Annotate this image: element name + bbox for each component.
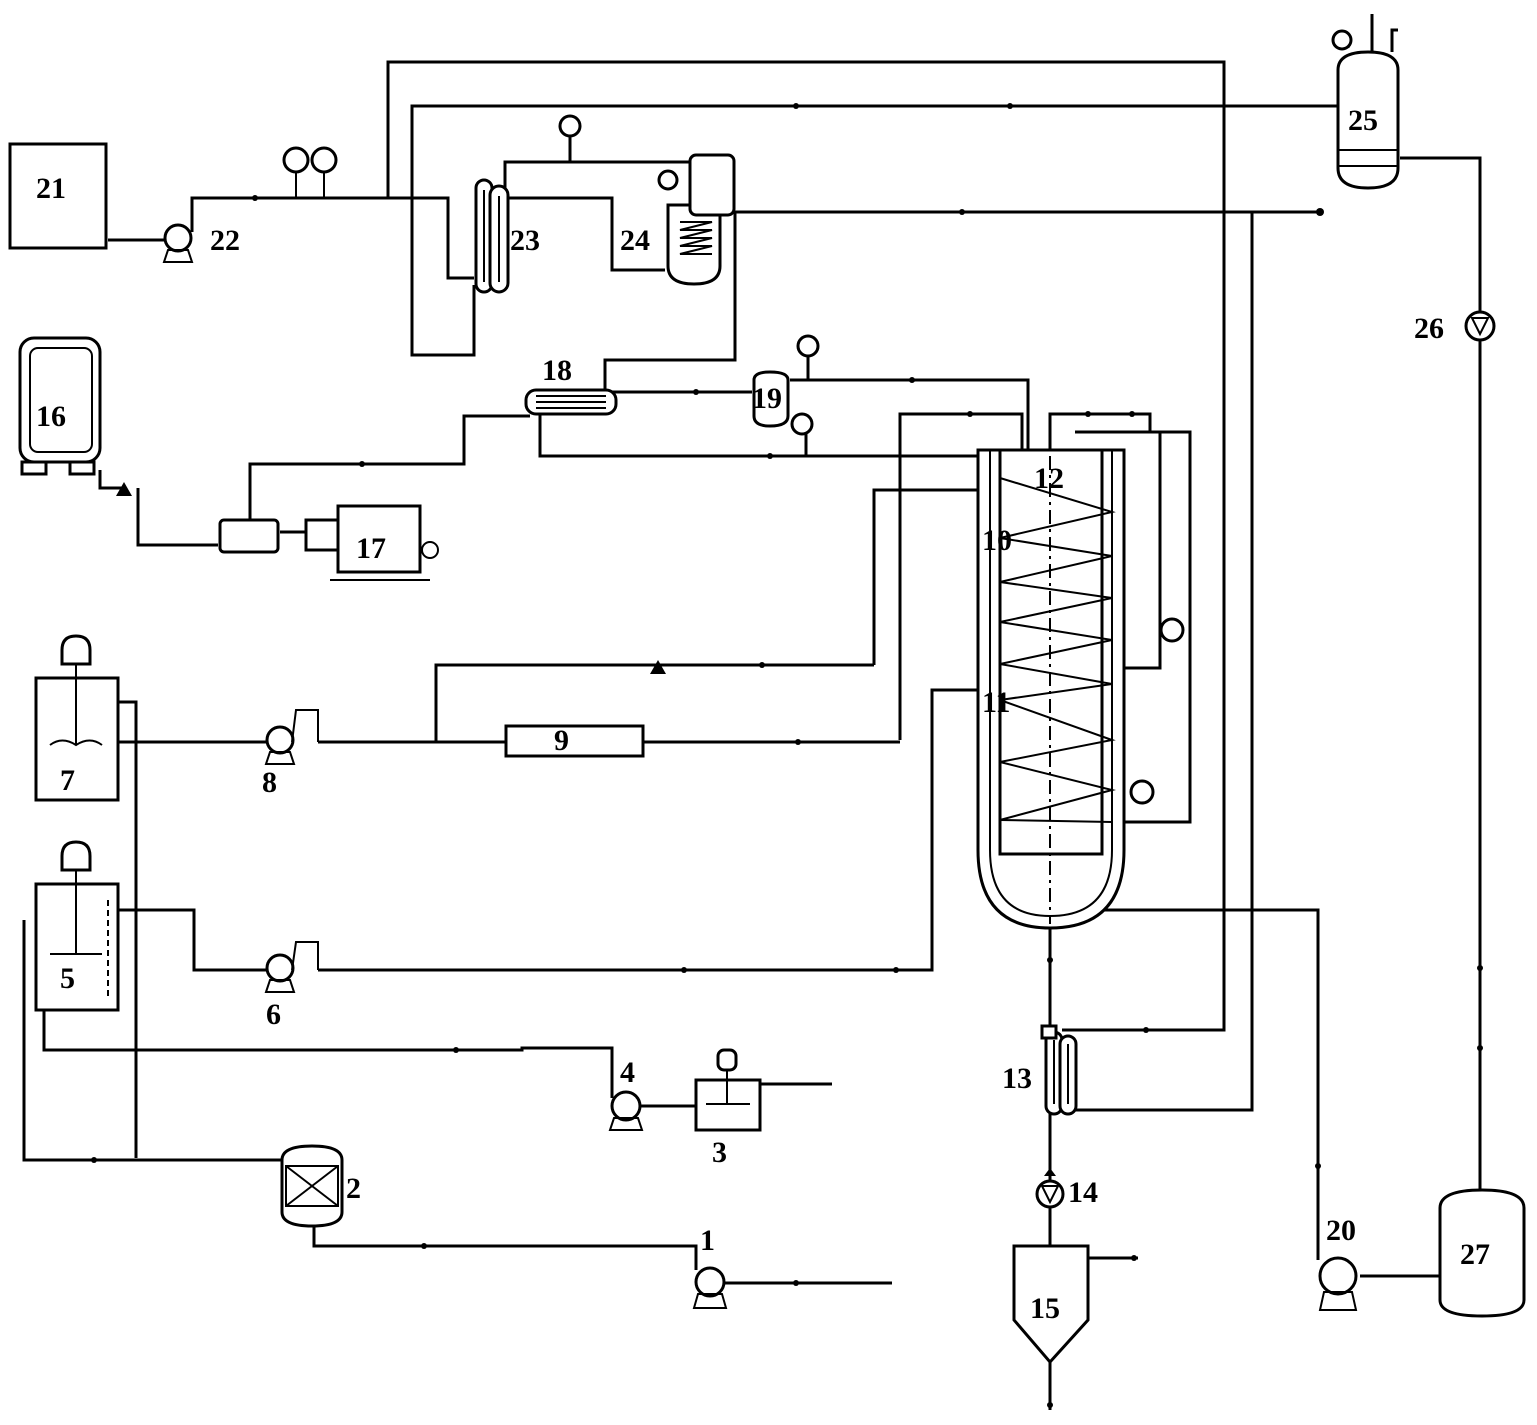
label-16: 16 xyxy=(36,400,66,433)
unit-2-packed-column xyxy=(280,1144,344,1228)
unit-labels: 1 2 3 4 5 6 7 8 9 10 11 12 13 14 15 16 1… xyxy=(36,104,1490,1325)
label-17: 17 xyxy=(356,532,386,565)
label-10: 10 xyxy=(982,524,1012,557)
pressure-gauges xyxy=(282,114,582,198)
unit-24-coil-vessel xyxy=(657,153,736,286)
unit-3-tank xyxy=(694,1048,762,1132)
label-11: 11 xyxy=(982,686,1010,719)
label-6: 6 xyxy=(266,998,281,1031)
unit-17-compressor xyxy=(218,504,439,581)
label-5: 5 xyxy=(60,962,75,995)
label-25: 25 xyxy=(1348,104,1378,137)
unit-14-check-valve xyxy=(1035,1179,1065,1209)
pipe-network xyxy=(22,14,1482,1410)
label-1: 1 xyxy=(700,1224,715,1257)
label-23: 23 xyxy=(510,224,540,257)
unit-26-check-valve xyxy=(1464,310,1496,342)
unit-22-pump xyxy=(162,223,194,263)
unit-10-12-reactor xyxy=(976,448,1185,930)
unit-9-tubular-unit xyxy=(504,724,645,758)
label-2: 2 xyxy=(346,1172,361,1205)
label-19: 19 xyxy=(752,382,782,415)
label-14: 14 xyxy=(1068,1176,1098,1209)
unit-23-heat-exchanger xyxy=(474,178,510,294)
label-13: 13 xyxy=(1002,1062,1032,1095)
label-20: 20 xyxy=(1326,1214,1356,1247)
label-18: 18 xyxy=(542,354,572,387)
unit-20-pump xyxy=(1318,1256,1358,1311)
label-22: 22 xyxy=(210,224,240,257)
unit-19-separator xyxy=(752,334,820,436)
unit-18-heat-exchanger xyxy=(524,388,618,416)
label-27: 27 xyxy=(1460,1238,1490,1271)
flow-markers xyxy=(91,103,1483,1408)
unit-8-pump xyxy=(264,709,319,765)
unit-16-tank xyxy=(18,336,102,476)
label-12: 12 xyxy=(1034,462,1064,495)
unit-13-heat-exchanger xyxy=(1040,1024,1078,1116)
unit-4-pump xyxy=(608,1090,644,1131)
label-7: 7 xyxy=(60,764,75,797)
unit-21-supply-box xyxy=(8,142,108,250)
label-8: 8 xyxy=(262,766,277,799)
label-26: 26 xyxy=(1414,312,1444,345)
unit-25-vessel xyxy=(1331,29,1400,190)
label-24: 24 xyxy=(620,224,650,257)
label-15: 15 xyxy=(1030,1292,1060,1325)
unit-15-settler xyxy=(1012,1244,1090,1365)
unit-7-mixing-tank xyxy=(34,634,120,802)
unit-6-pump xyxy=(264,941,319,993)
label-4: 4 xyxy=(620,1056,635,1089)
label-3: 3 xyxy=(712,1136,727,1169)
label-21: 21 xyxy=(36,172,66,205)
label-9: 9 xyxy=(554,724,569,757)
unit-1-pump xyxy=(692,1266,728,1309)
unit-5-mixing-tank xyxy=(34,840,120,1012)
unit-27-storage-tank xyxy=(1438,1188,1526,1318)
